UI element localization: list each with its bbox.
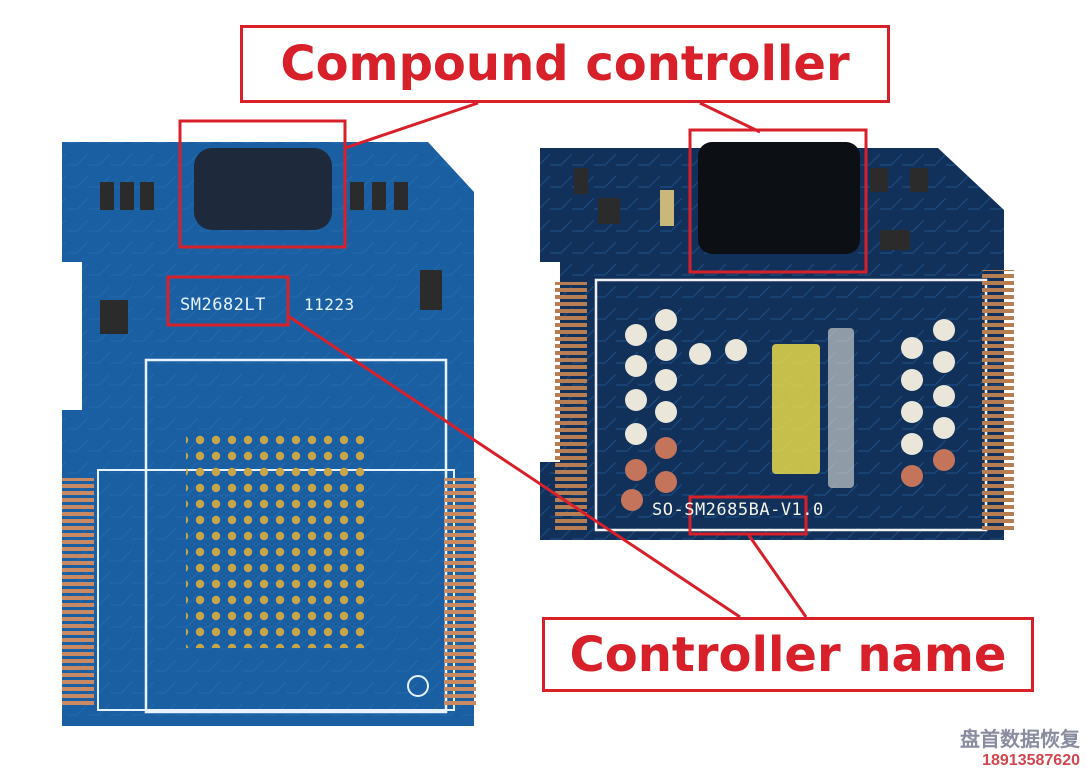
right-chip-label: SO-SM2685BA-V1.0 xyxy=(652,500,824,520)
left-edge-contacts xyxy=(62,478,94,706)
left-chip-label: SM2682LT xyxy=(180,295,266,315)
watermark-phone: 18913587620 xyxy=(982,751,1080,769)
compound-controller-callout: Compound controller xyxy=(240,25,890,103)
left-compound-chip xyxy=(194,148,332,230)
left-pcb xyxy=(62,142,476,726)
right-compound-chip xyxy=(698,142,860,254)
right-pcb xyxy=(540,142,1014,540)
watermark: 盘首数据恢复 18913587620 xyxy=(960,727,1080,770)
left-batch-code: 11223 xyxy=(304,295,355,314)
right-chip-highlight xyxy=(688,128,868,274)
left-chip-highlight xyxy=(178,119,347,249)
controller-name-callout: Controller name xyxy=(542,617,1034,692)
watermark-chinese: 盘首数据恢复 xyxy=(960,726,1080,751)
callout-leaders xyxy=(287,101,808,619)
right-edge-contacts-left xyxy=(555,282,587,530)
left-label-highlight xyxy=(166,275,290,327)
